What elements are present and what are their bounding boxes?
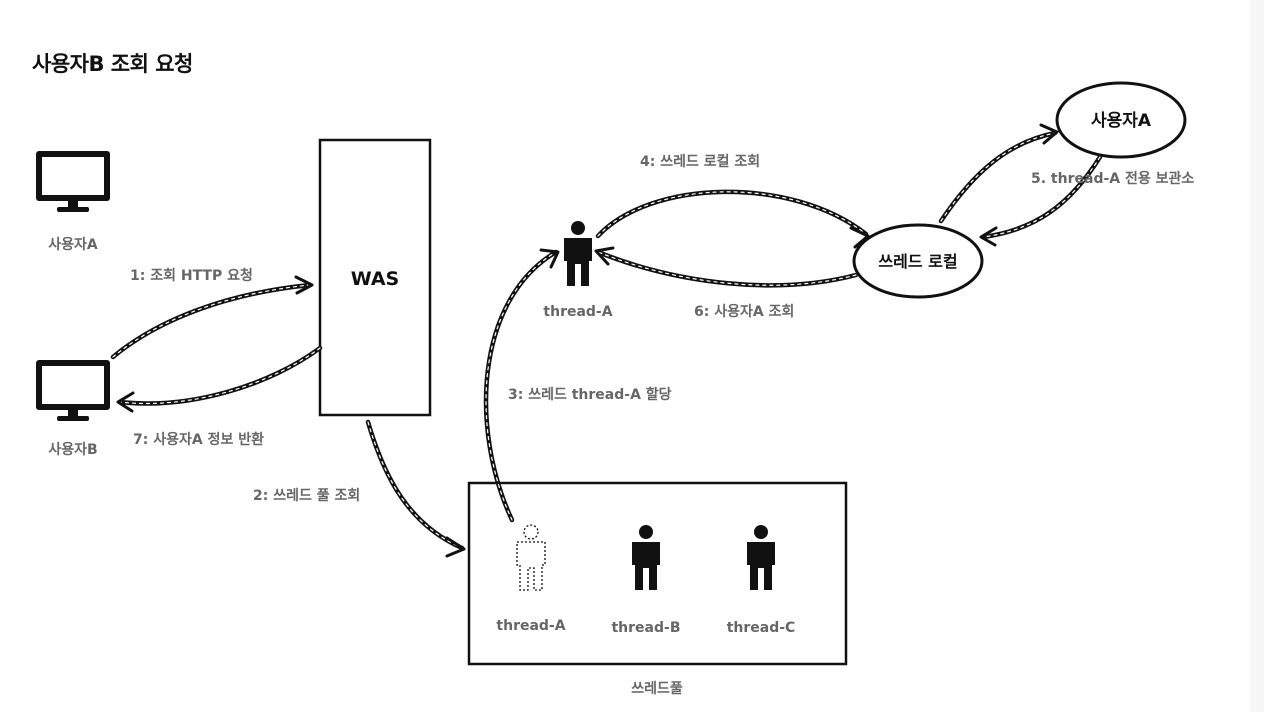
arrow-step-4 [595,189,870,249]
thread-pool-box: thread-A thread-B thread-C [467,481,848,666]
step-7-label: 7: 사용자A 정보 반환 [133,431,264,448]
user-b-client: 사용자B [36,360,110,458]
step-1-label: 1: 조회 HTTP 요청 [130,268,253,284]
step-3-label: 3: 쓰레드 thread-A 할당 [508,386,672,403]
arrow-step-1 [110,275,314,360]
arrow-step-5-out [938,123,1059,224]
step-2-label: 2: 쓰레드 풀 조회 [253,488,360,504]
user-a-store-label: 사용자A [1091,111,1152,131]
page-title: 사용자B 조회 요청 [32,52,193,76]
step-6-label: 6: 사용자A 조회 [694,304,794,320]
thread-local-label: 쓰레드 로컬 [878,252,957,271]
active-thread-label: thread-A [543,304,612,320]
thread-pool-label: 쓰레드풀 [631,681,683,697]
user-a-client: 사용자A [36,151,110,253]
pool-thread-c-label: thread-C [727,620,796,636]
was-box: WAS [318,138,432,417]
person-icon [564,221,592,286]
was-label: WAS [351,268,400,290]
arrow-step-3 [483,248,560,523]
active-thread: thread-A [543,221,613,320]
monitor-icon [36,151,110,212]
step-4-label: 4: 쓰레드 로컬 조회 [640,154,760,170]
arrow-step-7 [116,345,323,413]
monitor-icon [36,360,110,421]
step-5-label: 5. thread-A 전용 보관소 [1031,170,1194,187]
pool-thread-a-label: thread-A [496,618,565,634]
user-a-label: 사용자A [48,237,98,253]
right-scroll-gutter [1250,0,1264,712]
arrow-step-2 [365,419,466,558]
arrow-step-6 [594,246,859,288]
user-a-store-node: 사용자A [1055,81,1187,159]
user-b-label: 사용자B [48,442,97,458]
pool-thread-b-label: thread-B [611,620,680,636]
thread-local-node: 쓰레드 로컬 [852,223,984,299]
arrow-step-5-back [979,154,1103,247]
